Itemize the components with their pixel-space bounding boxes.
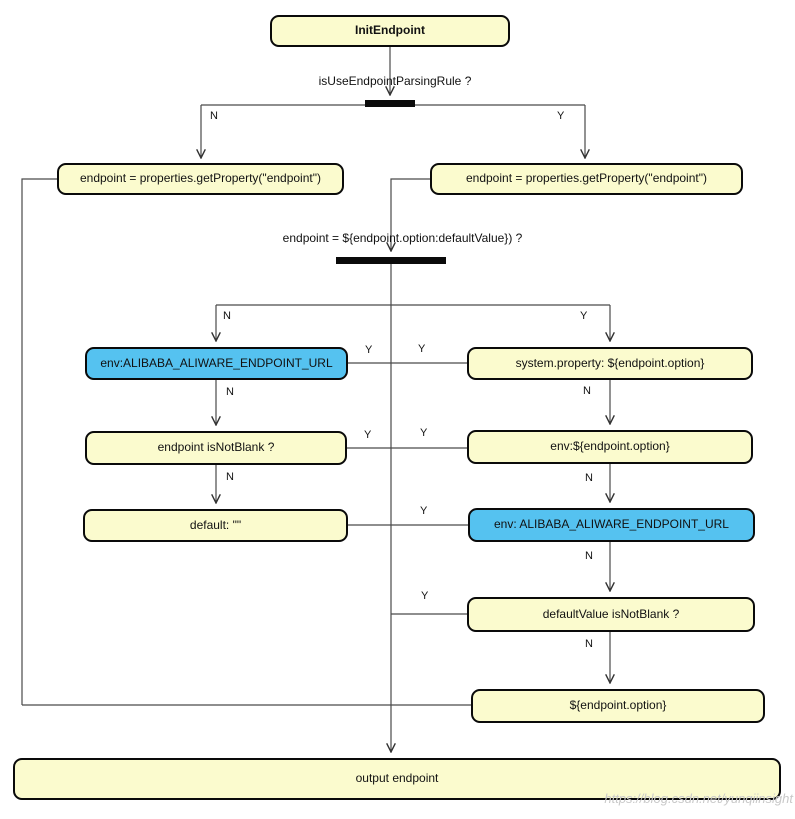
node-defaultvalue-isnotblank: defaultValue isNotBlank ? (467, 597, 755, 632)
edge-label-yes-row1-right: Y (418, 343, 426, 355)
edge-label-yes-row4: Y (421, 590, 429, 602)
edge-label-no-fork2: N (223, 310, 231, 322)
node-output-endpoint: output endpoint (13, 758, 781, 800)
node-env-aliware-right: env: ALIBABA_ALIWARE_ENDPOINT_URL (468, 508, 755, 542)
node-default-empty: default: "" (83, 509, 348, 542)
edge-label-no-left-1: N (226, 386, 234, 398)
edge-label-yes-row2-right: Y (420, 427, 428, 439)
node-endpoint-option-value: ${endpoint.option} (471, 689, 765, 723)
edge-label-no-right-1: N (583, 385, 591, 397)
fork-bar-2 (336, 257, 446, 264)
watermark-text: https://blog.csdn.net/yunqiinsight (604, 791, 793, 806)
node-endpoint-isnotblank: endpoint isNotBlank ? (85, 431, 347, 465)
edge-label-no-right-3: N (585, 550, 593, 562)
edge-label-no-fork1: N (210, 110, 218, 122)
node-env-aliware-left: env:ALIBABA_ALIWARE_ENDPOINT_URL (85, 347, 348, 380)
question-endpoint-option: endpoint = ${endpoint.option:defaultValu… (282, 231, 523, 245)
node-system-property: system.property: ${endpoint.option} (467, 347, 753, 380)
edge-label-no-right-2: N (585, 472, 593, 484)
fork-bars (336, 100, 446, 264)
edges (21, 47, 610, 752)
edge-label-yes-row1-left: Y (365, 344, 373, 356)
edge-label-yes-row3: Y (420, 505, 428, 517)
edge-label-no-left-2: N (226, 471, 234, 483)
edge-label-yes-row2-left: Y (364, 429, 372, 441)
node-env-endpoint-option: env:${endpoint.option} (467, 430, 753, 464)
edge-label-no-right-4: N (585, 638, 593, 650)
node-init-endpoint: InitEndpoint (270, 15, 510, 47)
edge-label-yes-fork2: Y (580, 310, 588, 322)
node-get-property-left: endpoint = properties.getProperty("endpo… (57, 163, 344, 195)
fork-bar-1 (365, 100, 415, 107)
node-get-property-right: endpoint = properties.getProperty("endpo… (430, 163, 743, 195)
question-use-parsing-rule: isUseEndpointParsingRule ? (318, 74, 472, 88)
edge-label-yes-fork1: Y (557, 110, 565, 122)
